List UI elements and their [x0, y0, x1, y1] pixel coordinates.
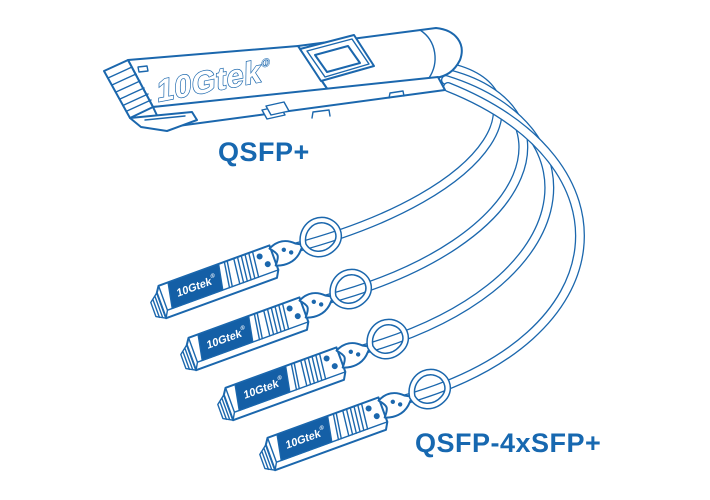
cable-1-core: [290, 62, 502, 252]
qsfp-latch-window: [314, 45, 361, 73]
cable-4: [398, 82, 585, 405]
qsfp-boot-line: [419, 29, 436, 79]
registered-mark: ®: [262, 57, 271, 71]
breakout-caption: QSFP-4xSFP+: [415, 428, 601, 458]
qsfp-skirt-line: [144, 115, 186, 121]
qsfp-vent-hole: [137, 65, 149, 73]
cable-1: [289, 61, 503, 253]
cable-2: [319, 68, 529, 305]
qsfp-latch-frame-mid: [306, 38, 370, 78]
qsfp-strip-notch: [388, 90, 405, 99]
cable-4-core: [399, 83, 584, 404]
qsfp-slider-tab-top: [265, 101, 290, 116]
qsfp-bottom-skirt: [129, 111, 198, 132]
cable-3: [356, 75, 555, 355]
qsfp-strip-notch: [311, 109, 331, 119]
qsfp-caption: QSFP+: [218, 137, 310, 167]
cable-3-core: [357, 76, 553, 354]
qsfp-contact-pins: [107, 66, 152, 112]
breakout-cables: [289, 61, 585, 405]
qsfp-connector: 10Gtek®: [103, 27, 463, 132]
cable-2-core: [320, 69, 528, 304]
